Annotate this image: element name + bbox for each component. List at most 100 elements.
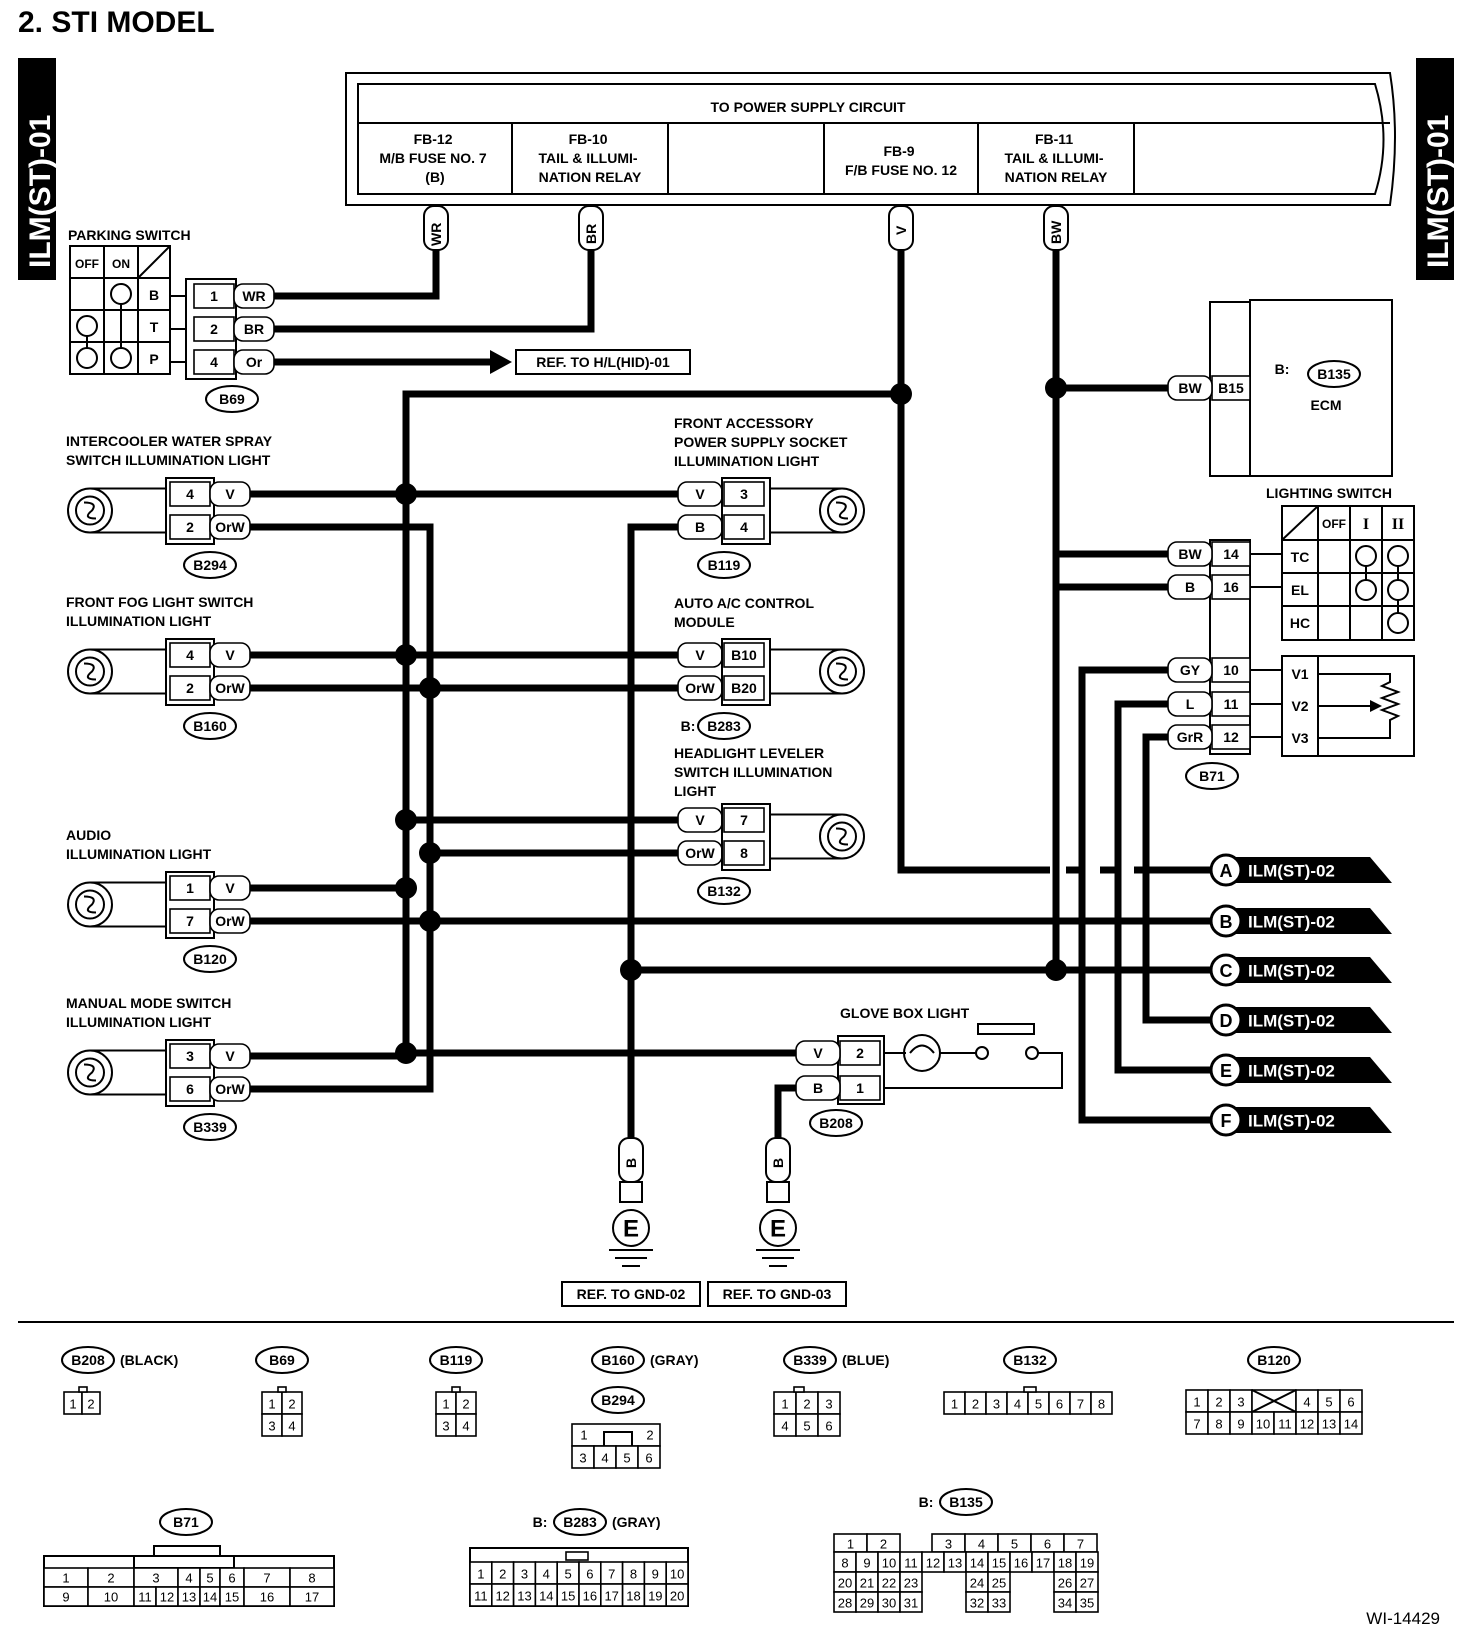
connector-b208: B208 <box>819 1115 853 1131</box>
svg-text:ILM(ST)-01: ILM(ST)-01 <box>24 115 57 268</box>
svg-text:3: 3 <box>945 1537 952 1552</box>
svg-text:3: 3 <box>993 1397 1000 1412</box>
light-bulb-icon <box>819 487 865 534</box>
connector-b160: B160 <box>193 718 227 734</box>
ref-gnd-02: REF. TO GND-02 <box>577 1286 686 1302</box>
svg-text:V3: V3 <box>1291 730 1308 746</box>
svg-text:9: 9 <box>62 1590 69 1605</box>
svg-text:BR: BR <box>244 321 264 337</box>
svg-text:V: V <box>695 647 705 663</box>
light-bulb-icon <box>67 881 113 928</box>
svg-text:B:: B: <box>1275 361 1290 377</box>
svg-text:4: 4 <box>462 1419 469 1434</box>
svg-text:13: 13 <box>182 1590 196 1605</box>
svg-text:6: 6 <box>825 1419 832 1434</box>
svg-text:9: 9 <box>863 1556 870 1571</box>
svg-text:11: 11 <box>904 1556 918 1571</box>
svg-text:BW: BW <box>1178 546 1202 562</box>
svg-text:1: 1 <box>210 288 218 304</box>
ref-gnd-03: REF. TO GND-03 <box>723 1286 832 1302</box>
svg-text:11: 11 <box>1278 1417 1292 1432</box>
svg-text:E: E <box>1220 1061 1232 1081</box>
svg-text:4: 4 <box>740 519 748 535</box>
side-tab-right: ILM(ST)-01 <box>1416 58 1455 280</box>
svg-text:6: 6 <box>186 1081 194 1097</box>
svg-text:1: 1 <box>951 1397 958 1412</box>
svg-text:5: 5 <box>564 1567 571 1582</box>
svg-text:V: V <box>225 486 235 502</box>
svg-text:6: 6 <box>586 1567 593 1582</box>
svg-text:(GRAY): (GRAY) <box>612 1514 661 1530</box>
svg-text:OrW: OrW <box>685 680 715 696</box>
svg-text:B:: B: <box>533 1514 548 1530</box>
parking-switch-title: PARKING SWITCH <box>68 227 191 243</box>
svg-text:ILM(ST)-02: ILM(ST)-02 <box>1248 1012 1335 1031</box>
svg-text:GY: GY <box>1180 662 1201 678</box>
light-bulb-icon <box>67 648 113 695</box>
glove-box-light: GLOVE BOX LIGHT 2 1 V B B208 <box>795 1005 1063 1137</box>
light-bulb-icon <box>819 648 865 695</box>
svg-text:V: V <box>893 225 909 235</box>
svg-text:B: B <box>623 1158 639 1168</box>
svg-text:BW: BW <box>1178 380 1202 396</box>
ps-cell-1: FB-12 M/B FUSE NO. 7 (B) <box>379 131 490 185</box>
svg-text:B10: B10 <box>731 647 757 663</box>
svg-text:22: 22 <box>882 1576 896 1591</box>
connector-b135: B135 <box>1317 366 1351 382</box>
svg-text:7: 7 <box>186 913 194 929</box>
svg-text:V: V <box>225 1048 235 1064</box>
svg-text:13: 13 <box>948 1556 962 1571</box>
svg-text:ILM(ST)-02: ILM(ST)-02 <box>1248 913 1335 932</box>
svg-text:16: 16 <box>583 1589 597 1604</box>
svg-text:17: 17 <box>604 1589 618 1604</box>
lighting-switch-title: LIGHTING SWITCH <box>1266 485 1392 501</box>
svg-text:1: 1 <box>580 1428 587 1443</box>
svg-text:32: 32 <box>970 1596 984 1611</box>
svg-text:13: 13 <box>517 1589 531 1604</box>
svg-text:31: 31 <box>904 1596 918 1611</box>
svg-text:18: 18 <box>1058 1556 1072 1571</box>
svg-text:15: 15 <box>992 1556 1006 1571</box>
connector-view-label: B71 <box>173 1514 199 1530</box>
svg-text:14: 14 <box>203 1590 217 1605</box>
svg-text:17: 17 <box>305 1590 319 1605</box>
svg-text:1: 1 <box>856 1080 864 1096</box>
svg-text:12: 12 <box>160 1590 174 1605</box>
svg-text:20: 20 <box>670 1589 684 1604</box>
wires <box>250 240 1215 1145</box>
svg-text:V: V <box>695 812 705 828</box>
light-bulb-icon <box>67 487 113 534</box>
svg-text:7: 7 <box>1077 1537 1084 1552</box>
svg-text:1: 1 <box>781 1397 788 1412</box>
svg-text:4: 4 <box>1303 1395 1310 1410</box>
svg-text:7: 7 <box>1193 1417 1200 1432</box>
svg-text:11: 11 <box>474 1589 488 1604</box>
connector-b119: B119 <box>708 557 741 573</box>
svg-text:3: 3 <box>152 1571 159 1586</box>
svg-text:8: 8 <box>1215 1417 1222 1432</box>
svg-text:4: 4 <box>1014 1397 1021 1412</box>
svg-text:(BLACK): (BLACK) <box>120 1352 178 1368</box>
svg-text:4: 4 <box>978 1537 985 1552</box>
svg-text:2: 2 <box>880 1537 887 1552</box>
svg-text:HC: HC <box>1290 615 1310 631</box>
figure-id: WI-14429 <box>1366 1609 1440 1628</box>
svg-text:7: 7 <box>1077 1397 1084 1412</box>
svg-text:V: V <box>225 880 235 896</box>
connector-view-label: B69 <box>269 1352 295 1368</box>
svg-text:3: 3 <box>1237 1395 1244 1410</box>
svg-text:B: B <box>149 287 159 303</box>
svg-text:15: 15 <box>225 1590 239 1605</box>
